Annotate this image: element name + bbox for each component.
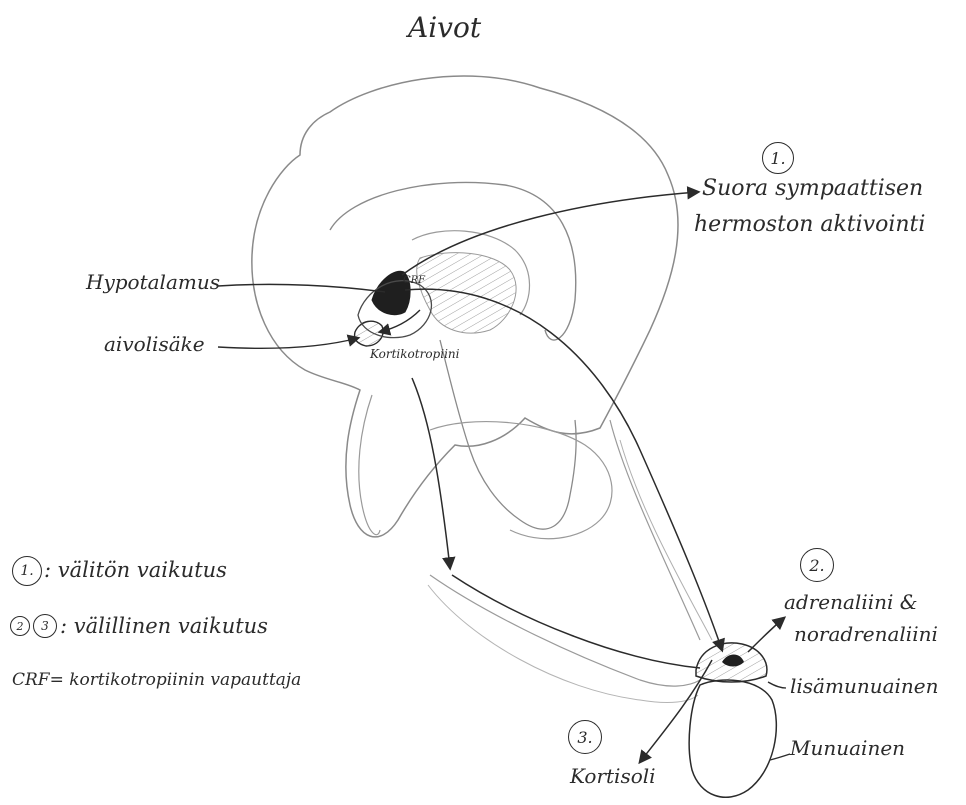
label-adrenaline-line2: noradrenaliini <box>794 624 938 644</box>
arrow-adrenaline <box>748 618 784 652</box>
diagram-title: Aivot <box>408 14 481 42</box>
marker-one: 1. <box>762 142 794 174</box>
label-direct-line2: hermoston aktivointi <box>694 214 925 236</box>
marker-two: 2. <box>800 548 834 582</box>
marker-three: 3. <box>568 720 602 754</box>
pituitary-shape <box>355 321 383 346</box>
label-adrenal-gland: lisämunuainen <box>790 676 939 696</box>
legend-row1-mark: 1. <box>12 556 42 586</box>
arrow-hypothalamus-to-adrenal <box>405 289 722 650</box>
legend-row3-text: CRF= kortikotropiinin vapauttaja <box>12 672 301 689</box>
legend-row2-mark-a: 2 <box>10 616 30 636</box>
label-cortisol: Kortisoli <box>570 766 656 786</box>
body-outline <box>359 395 380 535</box>
adrenal-gland-pointer <box>768 682 786 688</box>
label-direct-line1: Suora sympaattisen <box>702 178 923 200</box>
spinal-line-2 <box>620 440 712 640</box>
kidney-pointer <box>770 754 790 760</box>
lower-body-line <box>430 575 700 686</box>
pituitary-pointer-arrow <box>218 338 358 348</box>
brain-stem <box>440 340 576 529</box>
label-adrenaline-line1: adrenaliini & <box>784 592 918 612</box>
arrow-corticotropin-down <box>412 378 450 568</box>
legend-row2-text: : välillinen vaikutus <box>60 616 268 637</box>
legend-row2-mark-b: 3 <box>33 614 57 638</box>
label-crf: CRF <box>403 276 425 286</box>
legend-row1-text: : välitön vaikutus <box>44 560 227 581</box>
label-hypothalamus: Hypotalamus <box>86 272 220 292</box>
hypothalamus-pointer-line <box>218 284 385 292</box>
kidney-shape <box>689 680 776 797</box>
label-pituitary: aivolisäke <box>104 334 205 354</box>
label-corticotropin: Kortikotropiini <box>370 348 459 360</box>
label-kidney: Munuainen <box>790 738 905 758</box>
